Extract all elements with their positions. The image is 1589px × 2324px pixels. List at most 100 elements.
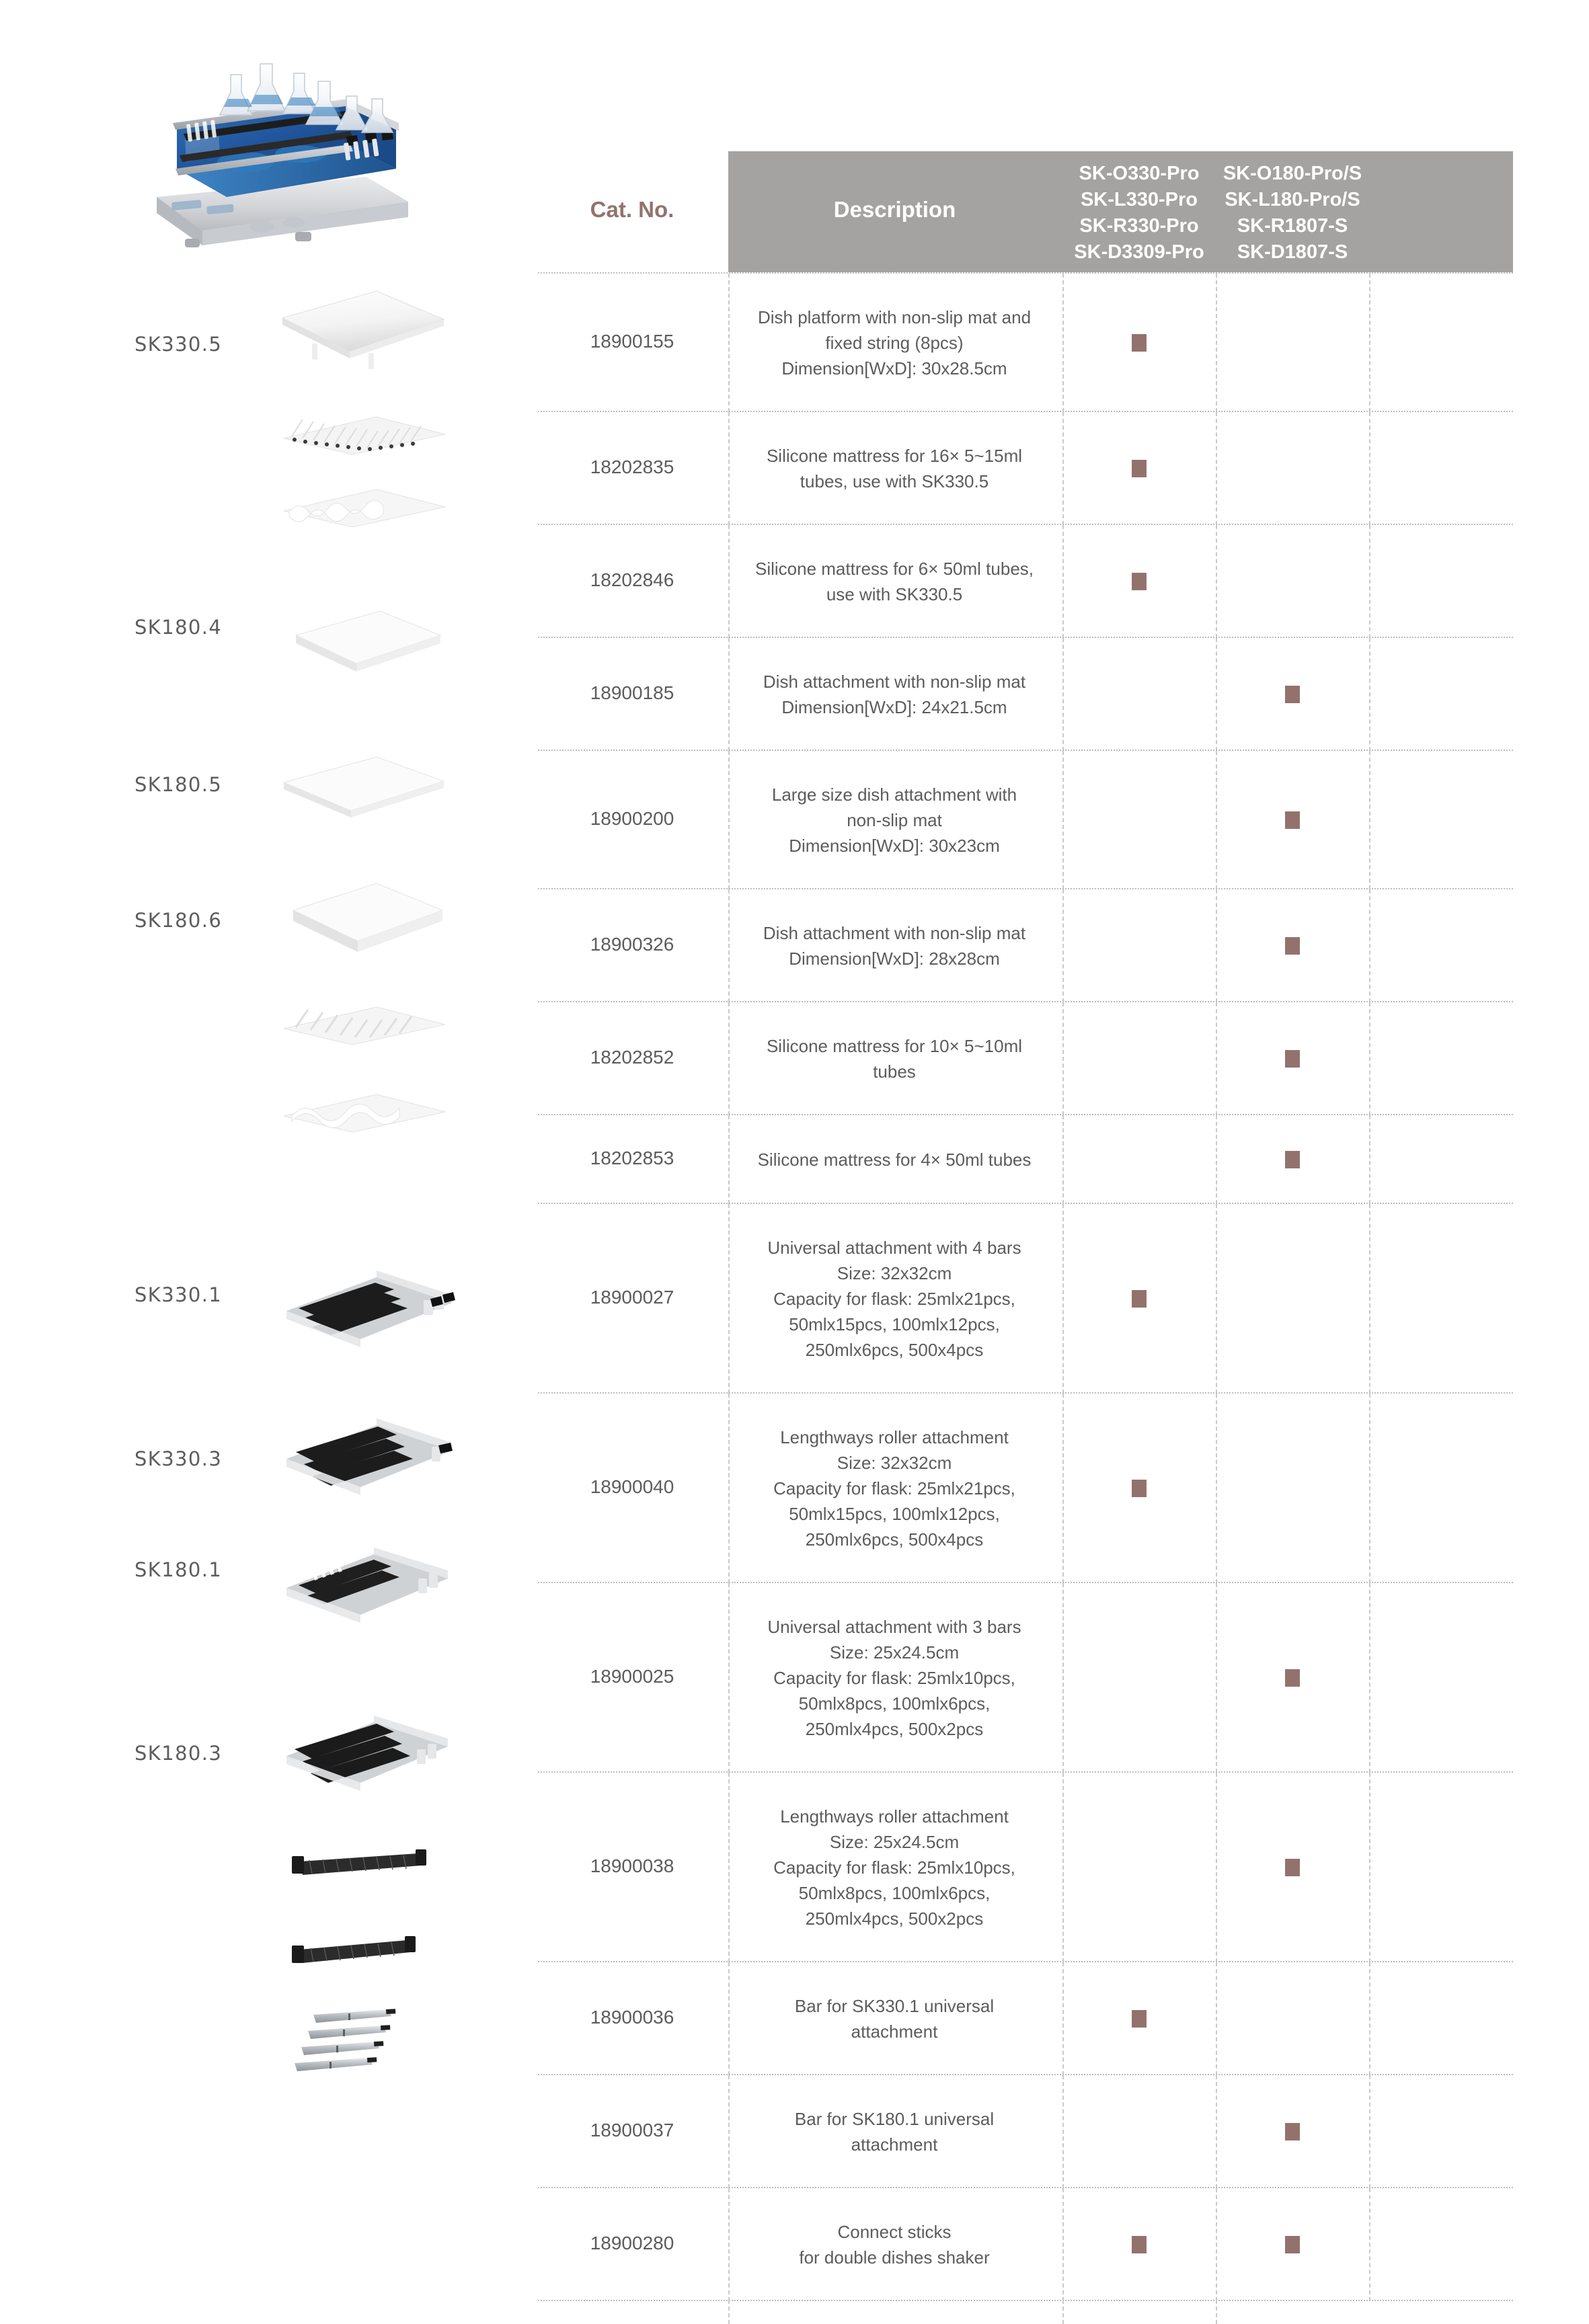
shaker-base-graphic <box>157 177 408 247</box>
column-divider-tail <box>1216 2300 1217 2324</box>
column-divider <box>1216 1773 1217 1962</box>
availability-marker <box>1132 2010 1147 2028</box>
availability-marker <box>1132 2236 1147 2253</box>
thumbnail-silicone-mattress-4 <box>276 1082 451 1139</box>
column-divider <box>1062 1773 1064 1962</box>
product-label: SK180.3 <box>134 1742 223 1765</box>
column-divider <box>728 525 730 638</box>
cell-cat-no: 18900037 <box>590 2120 674 2140</box>
availability-marker <box>1285 2236 1300 2253</box>
column-divider <box>1216 1583 1217 1773</box>
description-line: Capacity for flask: 25mlx21pcs, <box>773 1289 1015 1309</box>
cell-cat-no: 18900027 <box>590 1287 674 1308</box>
column-divider <box>1062 1204 1064 1394</box>
column-divider <box>1369 1002 1370 1115</box>
model-code: SK-D1807-S <box>1237 241 1348 263</box>
column-divider <box>1369 412 1370 525</box>
thumbnail-universal-attachment-3-bars <box>276 1539 464 1630</box>
column-divider <box>728 751 730 889</box>
column-divider <box>1216 1394 1217 1583</box>
column-header-sk330-series: SK-O330-Pro SK-L330-Pro SK-R330-Pro SK-D… <box>1062 161 1216 266</box>
thumbnail-bar-180 <box>276 1929 451 1980</box>
description-line: Universal attachment with 3 bars <box>767 1617 1021 1637</box>
column-divider <box>1216 1962 1217 2075</box>
cell-cat-no: 18900038 <box>590 1855 674 1876</box>
column-divider <box>1216 1204 1217 1394</box>
model-code: SK-R330-Pro <box>1079 215 1199 237</box>
column-divider <box>728 889 730 1002</box>
description-line: Capacity for flask: 25mlx10pcs, <box>773 1857 1015 1878</box>
description-line: 250mlx6pcs, 500x4pcs <box>805 1340 984 1360</box>
column-divider <box>1062 889 1064 1002</box>
model-code: SK-O330-Pro <box>1079 163 1200 184</box>
description-line: fixed string (8pcs) <box>825 333 964 353</box>
column-divider <box>728 1204 730 1394</box>
availability-marker <box>1285 937 1300 955</box>
description-line: Size: 32x32cm <box>837 1263 952 1283</box>
description-line: Large size dish attachment with <box>771 785 1017 805</box>
description-line: Dimension[WxD]: 28x28cm <box>789 949 1000 969</box>
product-label: SK180.6 <box>134 909 223 932</box>
description-line: Capacity for flask: 25mlx21pcs, <box>773 1478 1015 1498</box>
cell-cat-no: 18900185 <box>590 682 674 703</box>
column-divider <box>728 412 730 525</box>
description-line: 50mlx8pcs, 100mlx6pcs, <box>798 1883 991 1903</box>
column-divider <box>728 1115 730 1204</box>
column-divider <box>1062 2075 1064 2188</box>
thumbnail-dish-attachment-small <box>276 602 451 686</box>
column-divider <box>1062 2188 1064 2301</box>
column-header-cat-no: Cat. No. <box>590 197 674 222</box>
column-header-description: Description <box>833 197 956 222</box>
column-divider <box>1062 525 1064 638</box>
column-divider <box>1369 751 1370 889</box>
cell-cat-no: 18202846 <box>590 569 674 590</box>
product-label: SK330.5 <box>134 333 223 356</box>
cell-cat-no: 18900200 <box>590 808 674 829</box>
thumbnail-bar-330 <box>276 1845 451 1896</box>
thumbnail-lengthways-roller-180 <box>276 1708 464 1798</box>
hero-product-photo <box>145 37 414 259</box>
availability-marker <box>1285 2123 1300 2140</box>
product-label: SK180.5 <box>134 773 223 796</box>
column-divider <box>728 1773 730 1962</box>
cell-description: Silicone mattress for 6× 50ml tubes,use … <box>733 556 1056 607</box>
availability-marker <box>1285 811 1300 829</box>
cell-cat-no: 18202852 <box>590 1047 674 1068</box>
column-divider-tail <box>1062 2300 1064 2324</box>
cell-cat-no: 18900280 <box>590 2233 674 2253</box>
column-divider <box>728 274 730 412</box>
column-divider <box>1062 274 1064 412</box>
description-line: attachment <box>851 2134 938 2155</box>
column-divider <box>1062 638 1064 751</box>
cell-cat-no: 18900025 <box>590 1666 674 1687</box>
description-line: Dish attachment with non-slip mat <box>763 672 1026 692</box>
description-line: 50mlx8pcs, 100mlx6pcs, <box>798 1693 991 1714</box>
column-divider <box>1216 1002 1217 1115</box>
cell-cat-no: 18900036 <box>590 2007 674 2028</box>
column-divider <box>1369 525 1370 638</box>
table-header-band <box>728 151 1513 272</box>
cell-cat-no: 18900040 <box>590 1476 674 1497</box>
description-line: Size: 32x32cm <box>837 1453 952 1473</box>
availability-marker <box>1132 1480 1147 1497</box>
thumbnail-connect-sticks <box>276 2000 451 2084</box>
description-line: 250mlx6pcs, 500x4pcs <box>805 1529 984 1550</box>
column-divider <box>1062 1962 1064 2075</box>
table-row: 18900025 Universal attachment with 3 bars… <box>538 1582 1513 1773</box>
description-line: Silicone mattress for 16× 5~15ml <box>766 446 1023 466</box>
availability-marker <box>1132 460 1147 477</box>
column-divider <box>1062 1002 1064 1115</box>
thumbnail-universal-attachment-4-bars <box>276 1264 464 1355</box>
column-divider-tail <box>728 2300 730 2324</box>
